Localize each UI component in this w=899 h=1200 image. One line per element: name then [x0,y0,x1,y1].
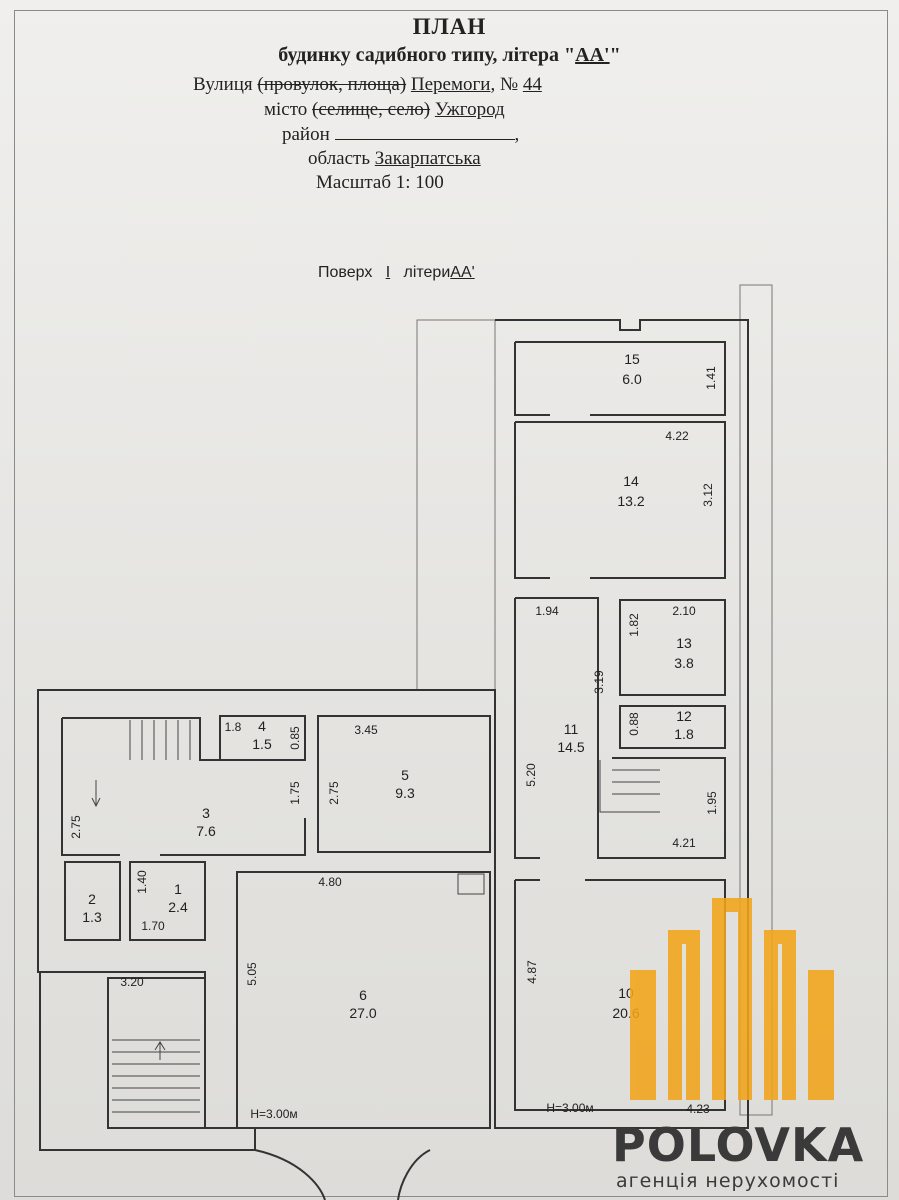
dim-4-22: 4.22 [665,429,689,443]
room-1-area: 2.4 [168,899,188,915]
watermark-logo-icon [630,898,834,1100]
city-line: місто (селище, село) Ужгород [264,99,505,120]
dim-4-87: 4.87 [525,960,539,984]
room-5-area: 9.3 [395,785,415,801]
room-14-num: 14 [623,473,639,489]
room-4-area: 1.5 [252,736,272,752]
dim-3-20: 3.20 [120,975,144,989]
room-6-num: 6 [359,987,367,1003]
litera-value: АА' [575,44,610,66]
room-3-num: 3 [202,805,210,821]
room-3-area: 7.6 [196,823,216,839]
dim-1-40: 1.40 [135,870,149,894]
dim-4-21: 4.21 [672,836,696,850]
room-15-num: 15 [624,351,640,367]
dim-4-80: 4.80 [318,875,342,889]
room-5-num: 5 [401,767,409,783]
room-3-walls [61,717,306,856]
room-12-num: 12 [676,708,692,724]
dim-4-23: 4.23 [686,1102,710,1116]
street-line: Вулиця (провулок, площа) Перемоги, № 44 [193,74,542,95]
room-13-walls [619,599,726,696]
dim-2-10: 2.10 [672,604,696,618]
dim-2-75-room3: 2.75 [69,815,83,839]
dim-3-19: 3.19 [592,670,606,694]
stair-walls [107,977,206,1129]
room-11-area: 14.5 [557,739,584,755]
plan-title: ПЛАН [412,14,487,39]
terrace-outline [416,319,496,691]
neighbor-outline [739,284,773,1116]
chimney-mark [457,873,485,895]
room-6-area: 27.0 [349,1005,376,1021]
floor-line: Поверх I літериАА' [318,264,475,281]
dim-1-75: 1.75 [288,781,302,805]
stair-treads [91,720,660,1113]
room-13-area: 3.8 [674,655,694,671]
dim-1-94: 1.94 [535,604,559,618]
room-5-walls [317,715,491,853]
dim-3-45: 3.45 [354,723,378,737]
height-room-6: H=3.00м [250,1107,297,1121]
dim-3-12: 3.12 [701,483,715,507]
dim-1-8: 1.8 [225,720,242,734]
dim-5-20: 5.20 [524,763,538,787]
room-14-walls [514,421,726,579]
room-12-walls [619,705,726,749]
room-15-walls [514,341,726,416]
room-11-num: 11 [564,721,579,737]
scale-label: Масштаб 1: 100 [316,172,444,193]
room-2-num: 2 [88,891,96,907]
room-2-walls [64,861,121,941]
room-1-walls [129,861,206,941]
dim-1-95: 1.95 [705,791,719,815]
city-value: Ужгород [434,99,505,120]
region-value: Закарпатська [374,148,481,169]
room-4-walls [219,715,306,761]
room-10-walls [514,879,726,1111]
room-15-area: 6.0 [622,371,642,387]
watermark-tagline: агенція нерухомості [616,1170,840,1192]
room-1-num: 1 [174,881,182,897]
floor-value: I [385,264,391,281]
dim-2-75-room5: 2.75 [327,781,341,805]
room-11-walls [514,597,726,859]
floor-litera: АА' [450,264,475,281]
dim-5-05: 5.05 [245,962,259,986]
dim-0-85: 0.85 [288,726,302,750]
dim-1-70: 1.70 [141,919,165,933]
district-line: район , [282,124,520,145]
room-4-num: 4 [258,718,266,734]
region-line: область Закарпатська [308,148,481,169]
plan-subtitle: будинку садибного типу, літера "АА'" [278,44,621,66]
room-14-area: 13.2 [617,493,644,509]
room-12-area: 1.8 [674,726,694,742]
room-2-area: 1.3 [82,909,102,925]
bay-walls [254,1149,431,1200]
room-13-num: 13 [676,635,692,651]
dim-0-88: 0.88 [627,712,641,736]
dim-1-41: 1.41 [704,366,718,390]
dim-1-82: 1.82 [627,613,641,637]
house-number: 44 [522,74,542,95]
room-6-walls [236,871,491,1129]
watermark-name: POLOVKA [612,1118,865,1172]
outer-wall-outer [37,319,749,1151]
street-value: Перемоги [410,74,491,95]
drawing-frame [14,10,888,1197]
height-room-10: H=3.00м [546,1101,593,1115]
